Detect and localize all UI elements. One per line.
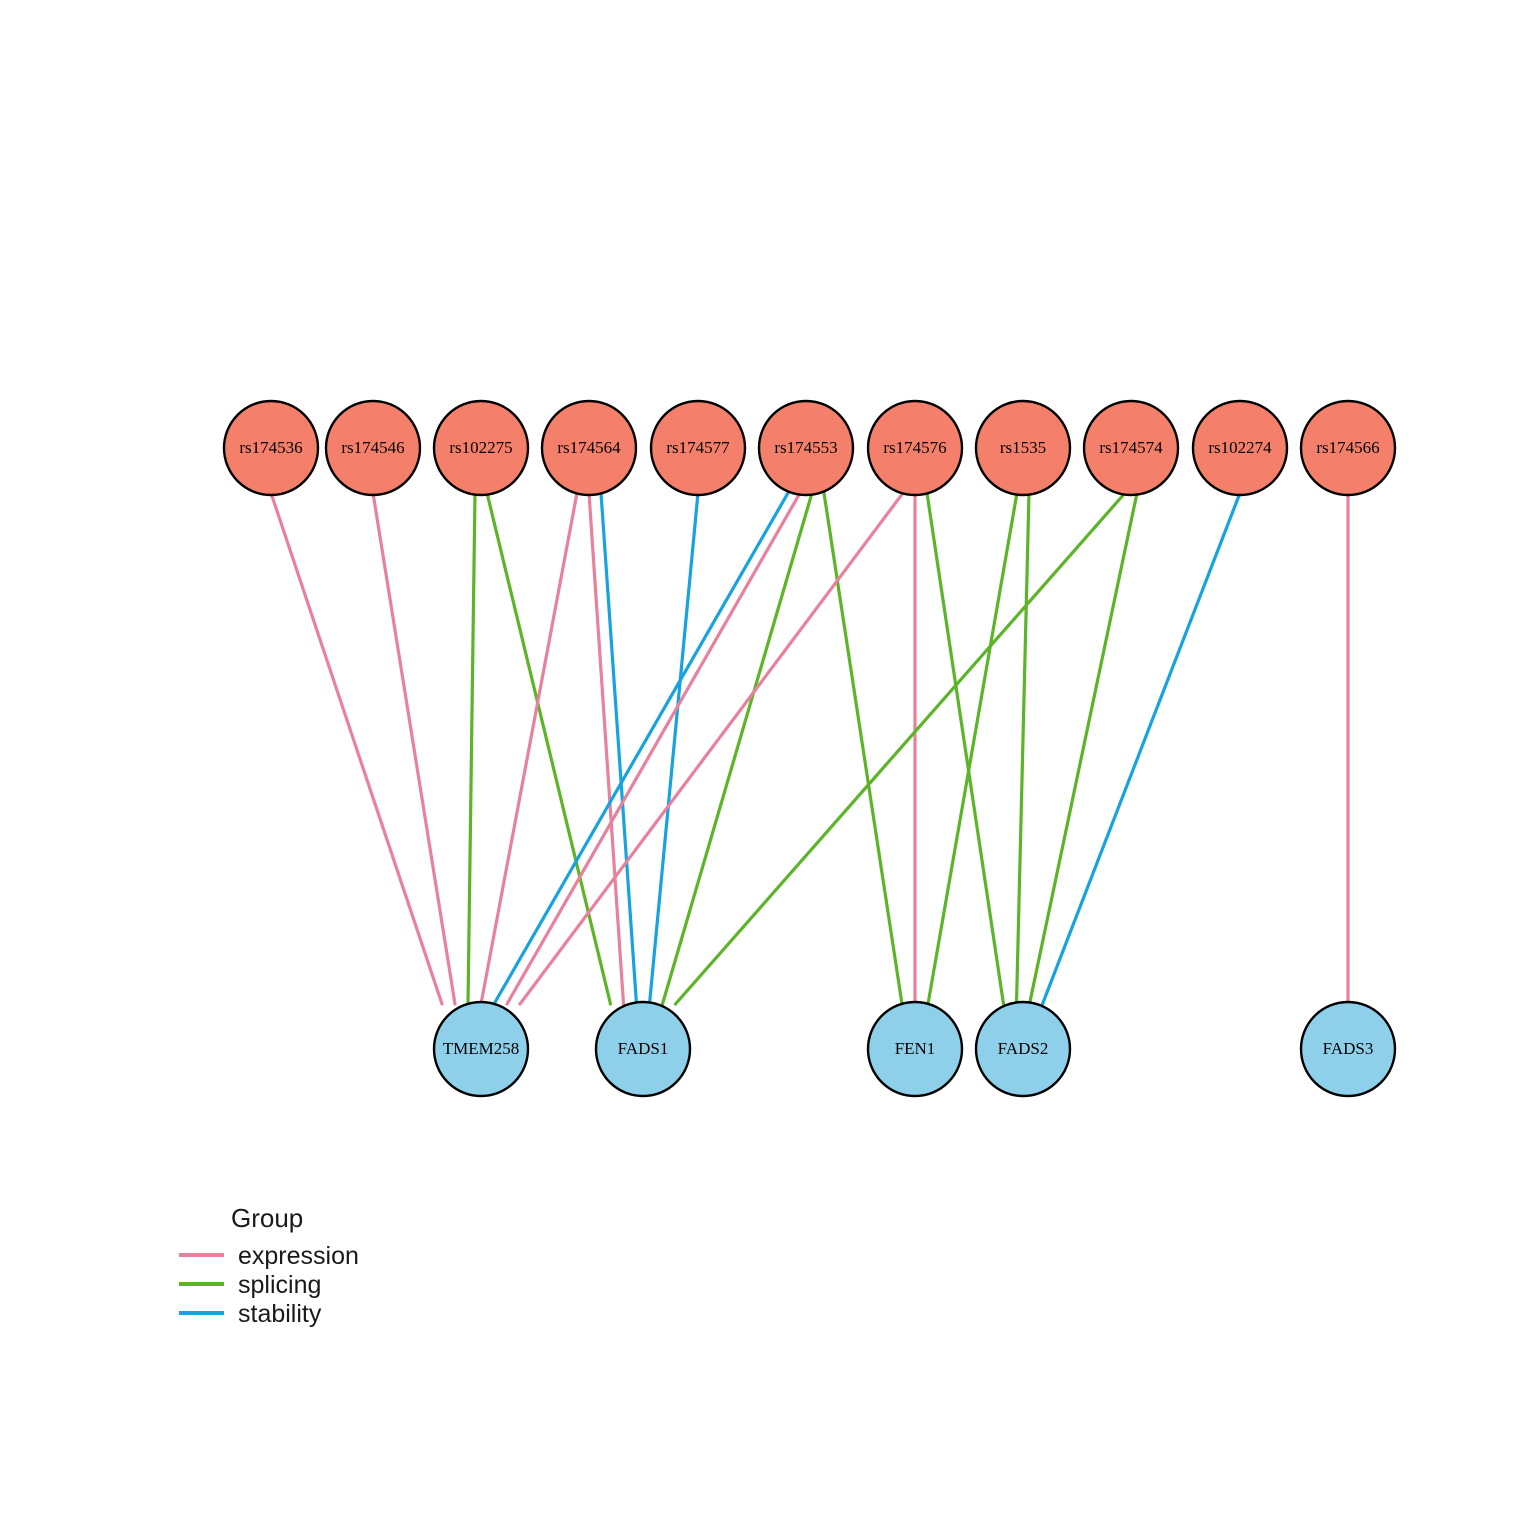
edge-splicing (466, 491, 477, 1006)
snp-node-rs174564[interactable]: rs174564 (540, 399, 638, 497)
edge-layer (269, 491, 1350, 1006)
node-label: rs174546 (341, 438, 404, 457)
node-circle (540, 399, 638, 497)
node-circle (757, 399, 855, 497)
snp-node-rs174553[interactable]: rs174553 (757, 399, 855, 497)
gene-node-FADS2[interactable]: FADS2 (974, 1000, 1072, 1098)
node-circle (432, 1000, 530, 1098)
node-circle (866, 399, 964, 497)
snp-node-rs174576[interactable]: rs174576 (866, 399, 964, 497)
node-circle (974, 399, 1072, 497)
node-circle (594, 1000, 692, 1098)
node-label: rs174564 (557, 438, 621, 457)
edge-expression (505, 491, 802, 1006)
legend-label-expression: expression (238, 1242, 359, 1270)
node-label: FADS2 (998, 1039, 1049, 1058)
edge-expression (518, 491, 905, 1006)
edge-stability (492, 491, 790, 1006)
node-circle (866, 1000, 964, 1098)
node-circle (1082, 399, 1180, 497)
node-circle (1191, 399, 1289, 497)
node-circle (1299, 399, 1397, 497)
edge-splicing (925, 491, 1006, 1006)
edge-splicing (822, 491, 904, 1006)
node-circle (1299, 1000, 1397, 1098)
edge-stability (1040, 491, 1242, 1006)
node-circle (649, 399, 747, 497)
node-label: rs102274 (1208, 438, 1272, 457)
snp-node-rs1535[interactable]: rs1535 (974, 399, 1072, 497)
node-label: rs102275 (449, 438, 512, 457)
snp-node-rs174574[interactable]: rs174574 (1082, 399, 1180, 497)
legend-item-stability[interactable]: stability (179, 1300, 322, 1328)
legend-item-expression[interactable]: expression (179, 1242, 359, 1270)
edge-splicing (1027, 491, 1139, 1006)
edge-expression (479, 491, 579, 1006)
edge-splicing (926, 491, 1019, 1006)
edge-expression (587, 491, 626, 1006)
node-label: rs174553 (774, 438, 837, 457)
edge-stability (599, 491, 639, 1006)
node-label: FADS1 (618, 1039, 669, 1058)
edge-splicing (1014, 491, 1031, 1006)
legend-label-splicing: splicing (238, 1271, 321, 1299)
snp-node-rs174566[interactable]: rs174566 (1299, 399, 1397, 497)
gene-node-FADS1[interactable]: FADS1 (594, 1000, 692, 1098)
node-circle (974, 1000, 1072, 1098)
edge-splicing (673, 491, 1127, 1006)
node-label: rs174576 (883, 438, 946, 457)
node-label: FEN1 (895, 1039, 936, 1058)
node-label: rs1535 (1000, 438, 1046, 457)
node-label: FADS3 (1323, 1039, 1374, 1058)
gene-node-FADS3[interactable]: FADS3 (1299, 1000, 1397, 1098)
snp-node-rs174577[interactable]: rs174577 (649, 399, 747, 497)
node-circle (324, 399, 422, 497)
edge-expression (371, 491, 457, 1006)
edge-splicing (660, 491, 814, 1006)
legend-label-stability: stability (238, 1300, 322, 1328)
node-label: rs174577 (666, 438, 730, 457)
snp-node-rs102275[interactable]: rs102275 (432, 399, 530, 497)
node-layer: rs174536 rs174546 rs102275 rs174564 rs174577… (222, 399, 1397, 1098)
node-label: TMEM258 (443, 1039, 520, 1058)
node-circle (222, 399, 320, 497)
snp-node-rs102274[interactable]: rs102274 (1191, 399, 1289, 497)
legend-title: Group (231, 1203, 303, 1233)
edge-splicing (485, 491, 613, 1006)
edge-expression (269, 491, 444, 1006)
node-label: rs174566 (1316, 438, 1379, 457)
gene-node-TMEM258[interactable]: TMEM258 (432, 1000, 530, 1098)
snp-node-rs174536[interactable]: rs174536 (222, 399, 320, 497)
gene-node-FEN1[interactable]: FEN1 (866, 1000, 964, 1098)
legend-item-splicing[interactable]: splicing (179, 1271, 321, 1299)
node-label: rs174574 (1099, 438, 1163, 457)
node-circle (432, 399, 530, 497)
edge-stability (647, 491, 700, 1006)
node-label: rs174536 (239, 438, 302, 457)
snp-node-rs174546[interactable]: rs174546 (324, 399, 422, 497)
